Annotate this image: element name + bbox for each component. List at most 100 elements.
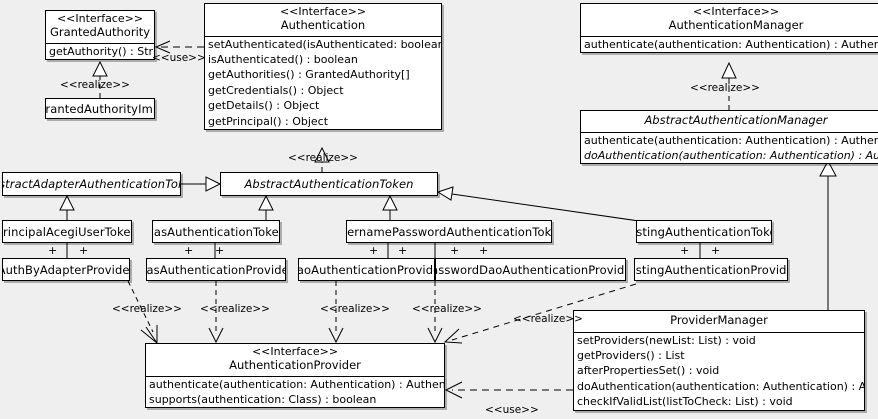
- class-name: GrantedAuthorityImpl: [45, 101, 154, 116]
- association-marker-plus: +: [369, 244, 379, 257]
- label-realize-testing-authentication-provider: <<realize>>: [513, 313, 583, 325]
- generalization-testing-token: [436, 186, 640, 222]
- operations-compartment: authenticate(authentication: Authenticat…: [581, 133, 878, 164]
- class-header: <<Interface>> AuthenticationProvider: [146, 344, 444, 376]
- class-header: AbstractAuthenticationManager: [581, 111, 878, 132]
- compartment-divider: [205, 35, 441, 37]
- stereotype-label: <<Interface>>: [56, 12, 144, 25]
- class-name: PrincipalAcegiUserToken: [2, 224, 132, 239]
- operation: authenticate(authentication: Authenticat…: [149, 377, 444, 391]
- class-name: UsernamePasswordAuthenticationToken: [347, 224, 551, 239]
- class-name: GrantedAuthority: [50, 24, 151, 39]
- class-name: AbstractAdapterAuthenticationToken: [3, 177, 180, 191]
- class-header: ProviderManager: [574, 311, 864, 332]
- compartment-divider: [46, 42, 154, 44]
- label-realize-cas-authentication-provider: <<realize>>: [200, 303, 270, 315]
- stereotype-label: <<Interface>>: [279, 5, 367, 18]
- class-name: AbstractAuthenticationManager: [644, 113, 828, 127]
- class-testing-authentication-provider[interactable]: TestingAuthenticationProvider: [634, 258, 788, 281]
- label-realize-password-dao-authentication-provider: <<realize>>: [412, 303, 482, 315]
- class-cas-authentication-token[interactable]: CasAuthenticationToken: [152, 220, 280, 243]
- association-marker-plus: +: [79, 244, 89, 257]
- class-auth-by-adapter-provider[interactable]: AuthByAdapterProvider: [2, 258, 130, 281]
- operations-compartment: authenticate(authentication: Authenticat…: [581, 37, 878, 52]
- class-principal-acegi-user-token[interactable]: PrincipalAcegiUserToken: [2, 220, 132, 243]
- class-granted-authority-impl[interactable]: GrantedAuthorityImpl: [45, 98, 155, 119]
- class-cas-authentication-provider[interactable]: CasAuthenticationProvider: [146, 258, 286, 281]
- label-realize-dao-authentication-provider: <<realize>>: [320, 303, 390, 315]
- class-name: ProviderManager: [670, 313, 768, 327]
- generalization-provider-manager-to-abstract-manager: [819, 159, 837, 310]
- association-marker-plus: +: [215, 244, 225, 257]
- class-name: CasAuthenticationToken: [152, 224, 280, 239]
- compartment-divider: [574, 331, 864, 333]
- class-provider-manager[interactable]: ProviderManager setProviders(newList: Li…: [573, 310, 865, 411]
- association-marker-plus: +: [680, 244, 690, 257]
- label-realize-abstract-authentication-manager: <<realize>>: [690, 82, 760, 94]
- generalization-cas-token: [258, 194, 274, 220]
- class-authentication[interactable]: <<Interface>> Authentication setAuthenti…: [204, 3, 442, 130]
- operation: setAuthenticated(isAuthenticated: boolea…: [208, 37, 441, 51]
- generalization-username-password-token: [382, 194, 398, 220]
- class-authentication-provider[interactable]: <<Interface>> AuthenticationProvider aut…: [145, 343, 445, 409]
- stereotype-label: <<Interface>>: [251, 345, 339, 358]
- operation: afterPropertiesSet() : void: [577, 364, 720, 378]
- class-header: <<Interface>> GrantedAuthority: [46, 11, 154, 43]
- class-abstract-authentication-token[interactable]: AbstractAuthenticationToken: [220, 172, 438, 196]
- class-name: AuthenticationProvider: [229, 357, 361, 372]
- operation: getPrincipal() : Object: [208, 114, 329, 128]
- class-abstract-authentication-manager[interactable]: AbstractAuthenticationManager authentica…: [580, 110, 878, 165]
- association-marker-plus: +: [711, 244, 721, 257]
- compartment-divider: [146, 375, 444, 377]
- operation: authenticate(authentication: Authenticat…: [584, 133, 878, 147]
- class-header: <<Interface>> Authentication: [205, 4, 441, 36]
- label-realize-abstract-authentication-token: <<realize>>: [288, 152, 358, 164]
- label-realize-auth-by-adapter-provider: <<realize>>: [112, 303, 182, 315]
- class-testing-authentication-token[interactable]: TestingAuthenticationToken: [636, 220, 772, 243]
- label-use-provider-manager: <<use>>: [485, 404, 539, 416]
- operation: isAuthenticated() : boolean: [208, 52, 358, 66]
- operations-compartment: setProviders(newList: List) : void getPr…: [574, 333, 864, 410]
- operation: getDetails() : Object: [208, 99, 320, 113]
- operation: doAuthentication(authentication: Authent…: [577, 379, 864, 393]
- association-marker-plus: +: [184, 244, 194, 257]
- use-provider-manager-to-authentication-provider: [444, 381, 573, 399]
- association-marker-plus: +: [48, 244, 58, 257]
- label-use-authentication-granted-authority: <<use>>: [152, 52, 206, 64]
- class-name: TestingAuthenticationToken: [636, 224, 771, 239]
- class-name: AuthByAdapterProvider: [2, 262, 130, 277]
- class-name: PasswordDaoAuthenticationProvider: [435, 262, 626, 277]
- class-name: Authentication: [280, 17, 366, 32]
- class-name: DaoAuthenticationProvider: [298, 262, 434, 277]
- association-marker-plus: +: [450, 244, 460, 257]
- generalization-principal-acegi-token: [59, 194, 75, 220]
- operation: getProviders() : List: [577, 348, 685, 362]
- operation: checkIfValidList(listToCheck: List) : vo…: [577, 395, 793, 409]
- class-granted-authority[interactable]: <<Interface>> GrantedAuthority getAuthor…: [45, 10, 155, 60]
- compartment-divider: [581, 131, 878, 133]
- stereotype-label: <<Interface>>: [692, 5, 780, 18]
- operation: setProviders(newList: List) : void: [577, 333, 756, 347]
- operation: getCredentials() : Object: [208, 83, 344, 97]
- class-name: CasAuthenticationProvider: [146, 262, 286, 277]
- class-abstract-adapter-authentication-token[interactable]: AbstractAdapterAuthenticationToken: [2, 172, 181, 196]
- class-dao-authentication-provider[interactable]: DaoAuthenticationProvider: [298, 258, 435, 281]
- operations-compartment: authenticate(authentication: Authenticat…: [146, 377, 444, 408]
- class-authentication-manager[interactable]: <<Interface>> AuthenticationManager auth…: [580, 3, 878, 53]
- class-name: AuthenticationManager: [668, 17, 804, 32]
- generalization-adapter-token-to-abstract-token: [181, 176, 222, 192]
- label-realize-granted-authority-impl: <<realize>>: [60, 79, 130, 91]
- class-username-password-authentication-token[interactable]: UsernamePasswordAuthenticationToken: [346, 220, 552, 243]
- operation-abstract: doAuthentication(authentication: Authent…: [584, 148, 878, 162]
- operations-compartment: setAuthenticated(isAuthenticated: boolea…: [205, 37, 441, 129]
- operation: supports(authentication: Class) : boolea…: [149, 392, 377, 406]
- class-password-dao-authentication-provider[interactable]: PasswordDaoAuthenticationProvider: [435, 258, 626, 281]
- operation: getAuthority() : String: [49, 44, 154, 58]
- class-header: <<Interface>> AuthenticationManager: [581, 4, 878, 36]
- association-marker-plus: +: [479, 244, 489, 257]
- compartment-divider: [581, 35, 878, 37]
- operation: authenticate(authentication: Authenticat…: [584, 37, 878, 51]
- operations-compartment: getAuthority() : String: [46, 44, 154, 59]
- association-marker-plus: +: [398, 244, 408, 257]
